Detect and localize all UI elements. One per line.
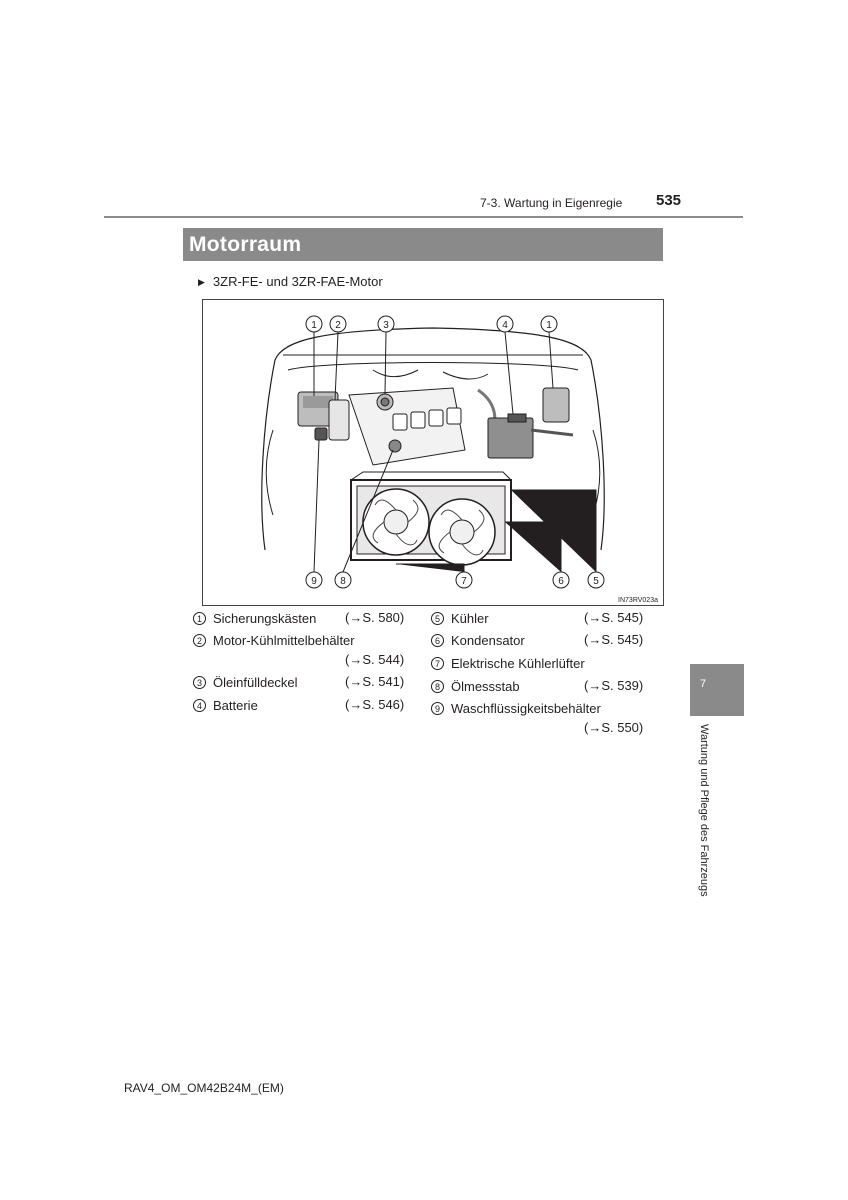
- callout-bottom-1: 9: [311, 576, 317, 587]
- legend-ref: (→S. 545): [584, 610, 644, 625]
- legend-item: 9 Waschflüssigkeitsbehälter: [431, 700, 601, 718]
- legend-label: Batterie: [213, 698, 258, 713]
- legend-label: Kondensator: [451, 633, 525, 648]
- footer-code: RAV4_OM_OM42B24M_(EM): [124, 1081, 284, 1095]
- legend-item: 1 Sicherungskästen: [193, 610, 316, 628]
- legend-item: 8 Ölmessstab: [431, 678, 520, 696]
- legend-number: 7: [431, 657, 444, 671]
- legend-ref: (→S. 545): [584, 632, 644, 647]
- engine-subtitle: ▶ 3ZR-FE- und 3ZR-FAE-Motor: [198, 274, 383, 289]
- legend-number: 8: [431, 680, 444, 694]
- figure-code: IN73RV023a: [618, 597, 658, 604]
- chapter-title: Wartung und Pflege des Fahrzeugs: [698, 724, 710, 897]
- callout-top-5: 1: [546, 320, 552, 331]
- legend-label: Motor-Kühlmittelbehälter: [213, 633, 355, 648]
- legend-number: 3: [193, 676, 206, 690]
- legend-label: Ölmessstab: [451, 679, 520, 694]
- legend-ref: (→S. 546): [345, 697, 405, 712]
- legend-item: 3 Öleinfülldeckel: [193, 674, 298, 692]
- callout-top-3: 3: [383, 320, 389, 331]
- chapter-tab: 7: [690, 664, 744, 716]
- engine-bay-illustration: 1 2 3 4 1 9 8 7 6 5 IN73RV023a: [261, 315, 658, 604]
- legend-ref: (→S. 539): [584, 678, 644, 693]
- section-header: 7-3. Wartung in Eigenregie: [480, 196, 623, 210]
- legend-item: 4 Batterie: [193, 697, 258, 715]
- legend-ref: (→S. 550): [584, 720, 644, 735]
- legend-number: 2: [193, 634, 206, 648]
- callout-top-4: 4: [502, 320, 508, 331]
- callout-bottom-5: 5: [593, 576, 599, 587]
- chapter-number: 7: [700, 678, 707, 690]
- legend-item: 6 Kondensator: [431, 632, 525, 650]
- legend-label: Öleinfülldeckel: [213, 675, 298, 690]
- legend-item: 5 Kühler: [431, 610, 489, 628]
- legend-item: 7 Elektrische Kühlerlüfter: [431, 655, 585, 673]
- callout-bottom-4: 6: [558, 576, 564, 587]
- callout-top-2: 2: [335, 320, 341, 331]
- legend-label: Waschflüssigkeitsbehälter: [451, 701, 601, 716]
- callout-bottom-3: 7: [461, 576, 467, 587]
- engine-subtitle-text: 3ZR-FE- und 3ZR-FAE-Motor: [212, 274, 383, 289]
- legend-item: 2 Motor-Kühlmittelbehälter: [193, 632, 355, 650]
- legend-ref: (→S. 541): [345, 674, 405, 689]
- legend-number: 9: [431, 702, 444, 716]
- engine-bay-figure: 1 2 3 4 1 9 8 7 6 5 IN73RV023a: [202, 299, 664, 606]
- legend-label: Sicherungskästen: [213, 611, 317, 626]
- legend-ref: (→S. 580): [345, 610, 405, 625]
- legend-label: Kühler: [451, 611, 489, 626]
- page-number: 535: [656, 192, 682, 209]
- triangle-bullet-icon: ▶: [198, 277, 205, 287]
- legend-number: 5: [431, 612, 444, 626]
- header-rule: [104, 216, 743, 218]
- legend-number: 1: [193, 612, 206, 626]
- legend-number: 6: [431, 634, 444, 648]
- legend-ref: (→S. 544): [345, 652, 405, 667]
- callout-top-1: 1: [311, 320, 317, 331]
- callout-bottom-2: 8: [340, 576, 346, 587]
- legend-label: Elektrische Kühlerlüfter: [451, 656, 585, 671]
- page-title: Motorraum: [183, 228, 663, 261]
- legend-number: 4: [193, 699, 206, 713]
